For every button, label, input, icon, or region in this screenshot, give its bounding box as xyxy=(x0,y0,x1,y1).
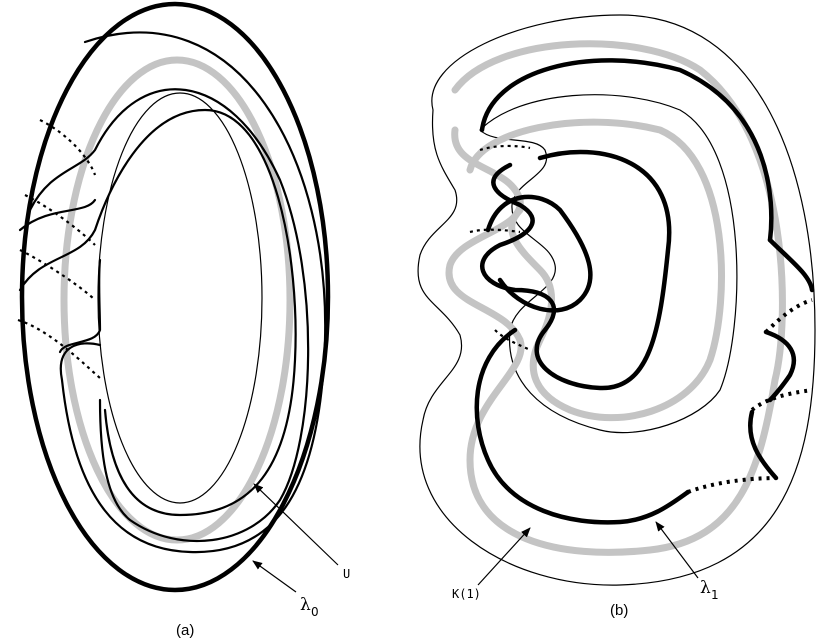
lambda0-curve-lower-strand xyxy=(58,258,102,354)
hidden-strand-4 xyxy=(17,318,101,379)
caption-a: (a) xyxy=(176,622,194,639)
hidden-strand-b2 xyxy=(750,388,813,412)
panel-a: U λ 0 (a) xyxy=(17,1,350,639)
lambda1-curve-left-lobes xyxy=(480,149,672,391)
lambda1-curve-right xyxy=(767,237,815,293)
gray-curve-k1-inner xyxy=(466,118,726,422)
label-lambda0: λ xyxy=(300,595,311,615)
arrow-lambda1 xyxy=(655,521,699,579)
label-u: U xyxy=(343,567,350,581)
lambda1-curve-inner-loop xyxy=(485,194,593,313)
label-lambda1: λ xyxy=(700,578,711,598)
hidden-strand-2 xyxy=(24,194,96,246)
lambda1-curve-right-bottom xyxy=(748,409,779,481)
hidden-strand-1 xyxy=(39,119,97,176)
hidden-strand-b3 xyxy=(764,298,813,334)
label-k1: K(1) xyxy=(452,587,481,601)
lambda0-curve-left-strand xyxy=(18,198,97,232)
label-lambda0-subscript: 0 xyxy=(311,605,319,619)
hidden-strand-b6 xyxy=(494,329,531,351)
hidden-strand-b1 xyxy=(687,476,777,494)
lambda1-curve-outer xyxy=(479,58,774,243)
inner-boundary-a xyxy=(97,92,263,504)
inner-boundary-b xyxy=(479,94,738,434)
outer-boundary-b xyxy=(417,14,816,586)
label-lambda1-subscript: 1 xyxy=(711,588,719,602)
arrow-lambda0 xyxy=(252,560,297,593)
caption-b: (b) xyxy=(610,602,628,619)
hidden-strand-3 xyxy=(19,249,96,301)
lambda0-curve-inner xyxy=(18,108,297,517)
arrow-k1 xyxy=(477,527,531,586)
lambda1-curve-bottom xyxy=(474,327,691,525)
panel-b: K(1) λ 1 (b) xyxy=(417,14,816,619)
lambda0-curve-mid xyxy=(28,88,310,543)
lambda0-curve-outer xyxy=(59,31,327,554)
arrow-u xyxy=(253,483,339,566)
outer-boundary-a xyxy=(19,1,331,593)
